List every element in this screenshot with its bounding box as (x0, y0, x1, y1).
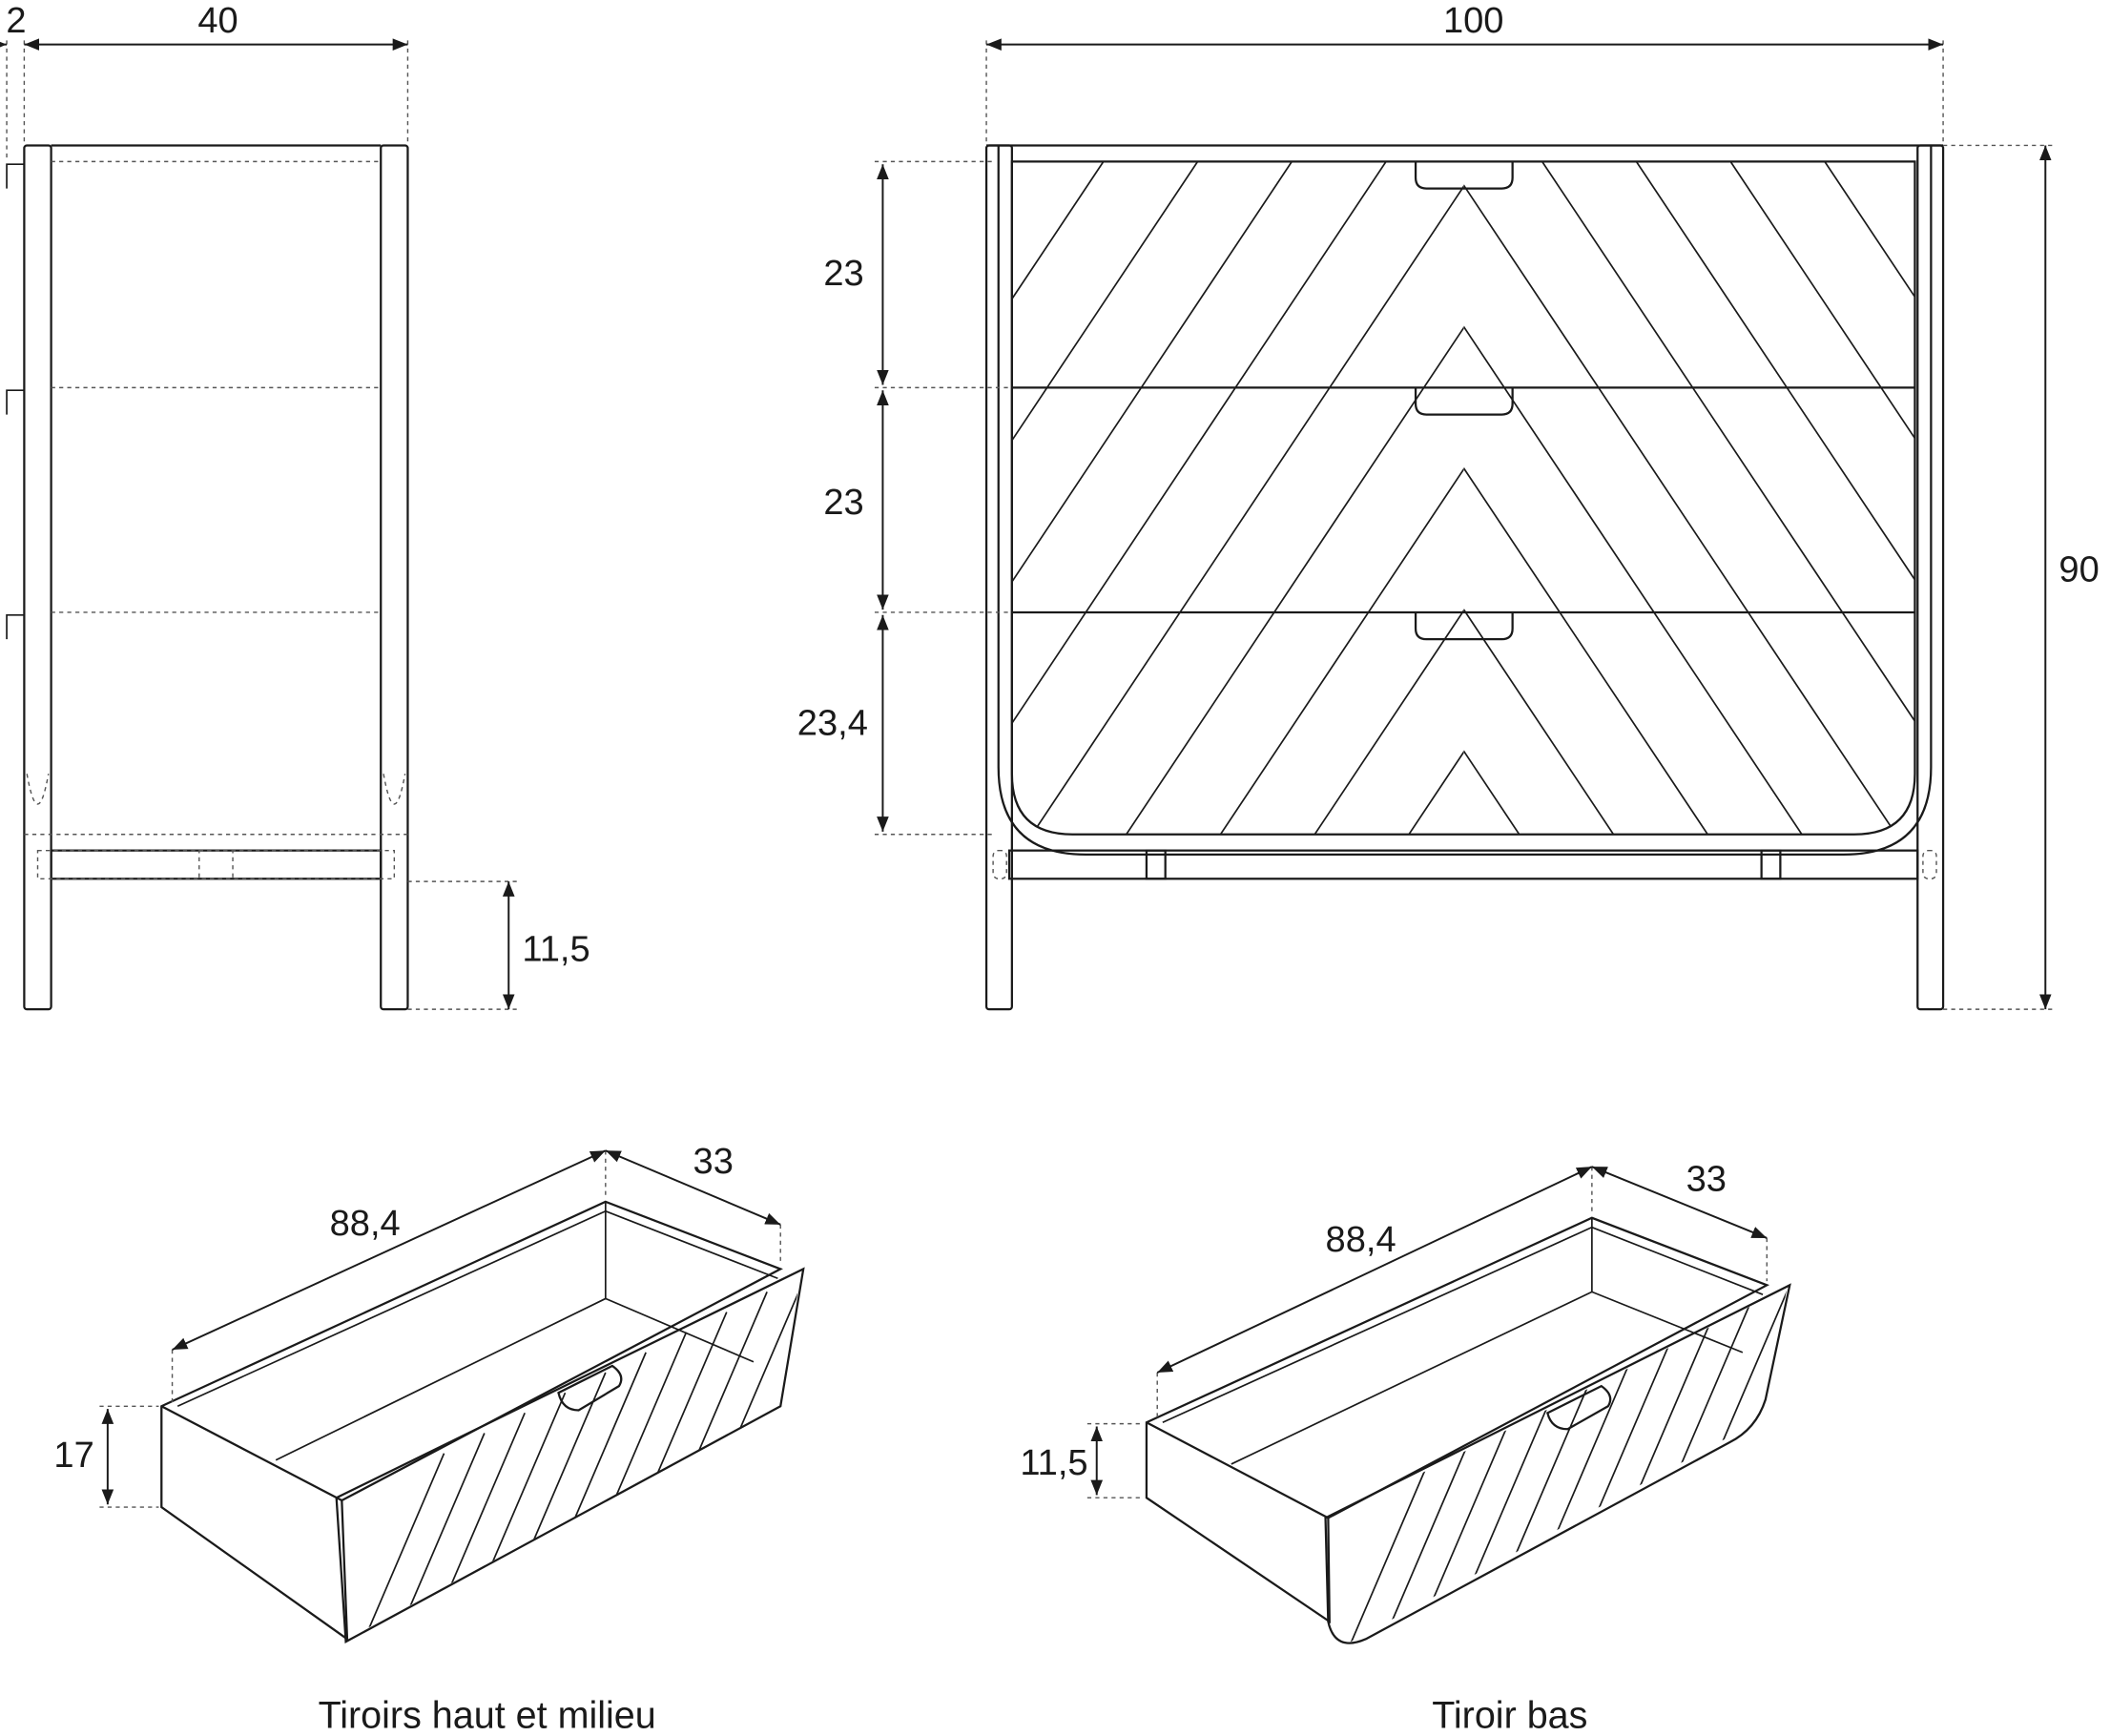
chevron-stripe (1219, 161, 1464, 835)
chevron-stripe (1011, 161, 1199, 835)
chevron-stripe (1667, 1305, 1750, 1495)
chevron-stripe (1465, 1405, 1549, 1596)
chevron-stripe (484, 1392, 567, 1582)
chevron-stripe (1344, 1466, 1428, 1644)
chevron-stripe (1011, 161, 1387, 835)
chevron-stripe (1463, 161, 1520, 835)
side-depth-label: 40 (197, 1, 238, 41)
front-width-label: 100 (1443, 1, 1504, 41)
drawer-handle (1414, 387, 1514, 416)
front-view: 100 90 23 23 23,4 (797, 1, 2100, 1011)
drawer-handle (1546, 1384, 1612, 1431)
chevron-stripe (1586, 1345, 1670, 1535)
chevron-stripe (1541, 161, 1915, 835)
chevron-stripe (1546, 1365, 1629, 1555)
drawer1-length-label: 88,4 (330, 1204, 401, 1244)
chevron-stripe (362, 1453, 445, 1640)
drawer-handle (1414, 611, 1514, 641)
chevron-stripe (977, 161, 1425, 834)
chevron-stripe (1463, 161, 1803, 835)
drawer2-length-label: 88,4 (1326, 1220, 1396, 1260)
chevron-stripe (1729, 161, 1915, 835)
chevron-stripe (1789, 1245, 1871, 1434)
drawer-height-label-middle: 23 (823, 483, 863, 523)
drawer2-caption: Tiroir bas (1432, 1694, 1587, 1736)
chevron-stripe (564, 1352, 647, 1541)
chevron-stripe (1503, 161, 1952, 834)
drawer-height-label-bottom: 23,4 (797, 703, 868, 743)
drawer-height-label-top: 23 (823, 254, 863, 294)
chevron-stripe (1126, 161, 1464, 835)
side-leg-height-label: 11,5 (522, 929, 590, 969)
chevron-stripe (1425, 1426, 1508, 1616)
drawer-top-middle: 88,4 33 17 Tiroirs haut et milieu (53, 1142, 888, 1736)
chevron-stripe (524, 1372, 607, 1561)
chevron-stripe (1506, 1385, 1589, 1575)
drawer2-depth-label: 33 (1686, 1160, 1727, 1200)
chevron-stripe (1463, 161, 1708, 835)
side-view: 40 2 11,5 (0, 1, 590, 1011)
chevron-stripe (645, 1312, 728, 1501)
front-height-label: 90 (2058, 550, 2099, 590)
chevron-stripe (1463, 161, 1615, 835)
drawer2-height-label: 11,5 (1020, 1443, 1087, 1483)
chevron-stripe (1627, 1325, 1710, 1515)
chevron-stripe (443, 1413, 526, 1602)
chevron-stripe (1463, 161, 1897, 835)
drawer1-caption: Tiroirs haut et milieu (319, 1694, 656, 1736)
drawer-bottom: 88,4 33 11,5 Tiroir bas (1020, 1160, 1871, 1736)
chevron-stripe (1031, 161, 1464, 835)
chevron-stripe (1408, 161, 1464, 835)
chevron-stripe (1824, 161, 1915, 835)
chevron-stripe (403, 1433, 486, 1622)
chevron-stripe (685, 1292, 768, 1481)
chevron-stripe (1635, 161, 1915, 835)
chevron-stripe (1314, 161, 1464, 835)
chevron-stripe (1707, 1288, 1788, 1475)
drawer1-height-label: 17 (53, 1436, 93, 1476)
chevron-stripe (1011, 161, 1293, 835)
chevron-stripe (807, 1231, 888, 1420)
drawer-handle (1414, 161, 1514, 190)
chevron-stripe (1011, 161, 1105, 835)
drawer1-depth-label: 33 (693, 1142, 734, 1182)
chevron-stripe (1385, 1446, 1468, 1636)
drawer-handle (557, 1364, 623, 1412)
side-thickness-label: 2 (6, 1, 26, 41)
chevron-stripe (605, 1332, 688, 1521)
